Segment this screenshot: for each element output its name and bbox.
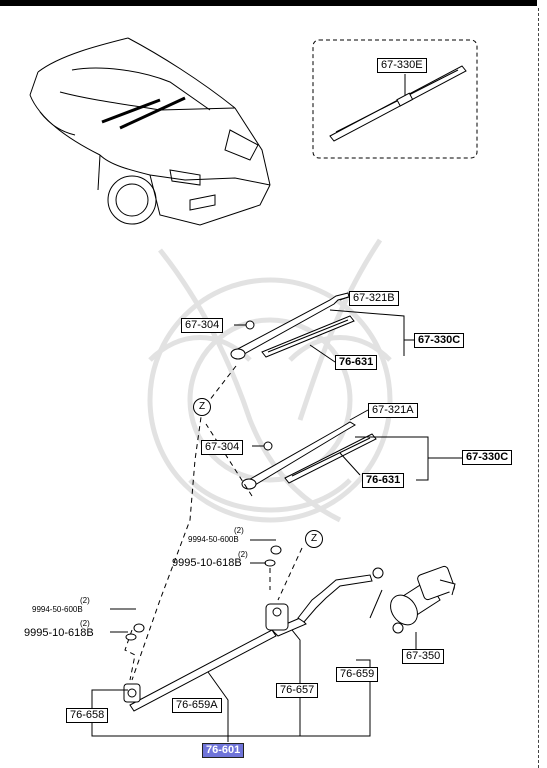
wiper-blade-lower — [284, 433, 377, 484]
part-76-658[interactable]: 76-658 — [66, 708, 109, 723]
nut-lower-icon — [263, 441, 273, 451]
wiper-blade-upper — [261, 315, 355, 358]
qty-nut-mid: (2) — [238, 550, 248, 559]
linkage-assembly — [123, 567, 384, 712]
car-illustration — [29, 37, 271, 226]
z-marker-right: Z — [305, 530, 323, 548]
z-marker-left: Z — [193, 398, 211, 416]
part-9995-10-618B-left[interactable]: 9995-10-618B — [24, 627, 94, 639]
part-67-350[interactable]: 67-350 — [402, 649, 445, 664]
watermark-emblem — [147, 238, 393, 523]
part-67-321B[interactable]: 67-321B — [349, 291, 399, 306]
part-67-321A[interactable]: 67-321A — [368, 403, 418, 418]
part-76-601-highlighted[interactable]: 76-601 — [202, 743, 245, 758]
wiper-motor — [390, 565, 456, 634]
nut-upper-icon — [245, 320, 255, 330]
top-border — [0, 0, 537, 6]
part-76-657[interactable]: 76-657 — [276, 683, 319, 698]
callout-lines — [309, 296, 462, 481]
qty-washer-mid: (2) — [234, 526, 244, 535]
part-76-659[interactable]: 76-659 — [336, 667, 379, 682]
part-9994-50-600B-left[interactable]: 9994-50-600B — [32, 605, 83, 614]
part-9994-50-600B-mid[interactable]: 9994-50-600B — [188, 535, 239, 544]
wiper-blade-detail — [329, 65, 467, 142]
part-67-330E[interactable]: 67-330E — [377, 58, 427, 73]
page-edge — [538, 8, 542, 768]
bottom-callouts — [91, 539, 417, 742]
car-wiper-blades — [101, 96, 186, 130]
part-9995-10-618B-mid[interactable]: 9995-10-618B — [172, 557, 242, 569]
part-67-330C-upper[interactable]: 67-330C — [414, 333, 465, 348]
wiper-arm-upper — [230, 292, 350, 360]
part-67-304-lower[interactable]: 67-304 — [201, 440, 244, 455]
part-76-631-lower[interactable]: 76-631 — [362, 473, 405, 488]
part-67-304-upper[interactable]: 67-304 — [181, 318, 224, 333]
nut-mid-icons — [125, 545, 282, 641]
part-76-659A[interactable]: 76-659A — [172, 698, 222, 713]
detail-box — [312, 39, 478, 159]
part-67-330C-lower[interactable]: 67-330C — [462, 450, 513, 465]
part-76-631-upper[interactable]: 76-631 — [335, 355, 378, 370]
qty-nut-left: (2) — [80, 619, 90, 628]
qty-washer-left: (2) — [80, 596, 90, 605]
